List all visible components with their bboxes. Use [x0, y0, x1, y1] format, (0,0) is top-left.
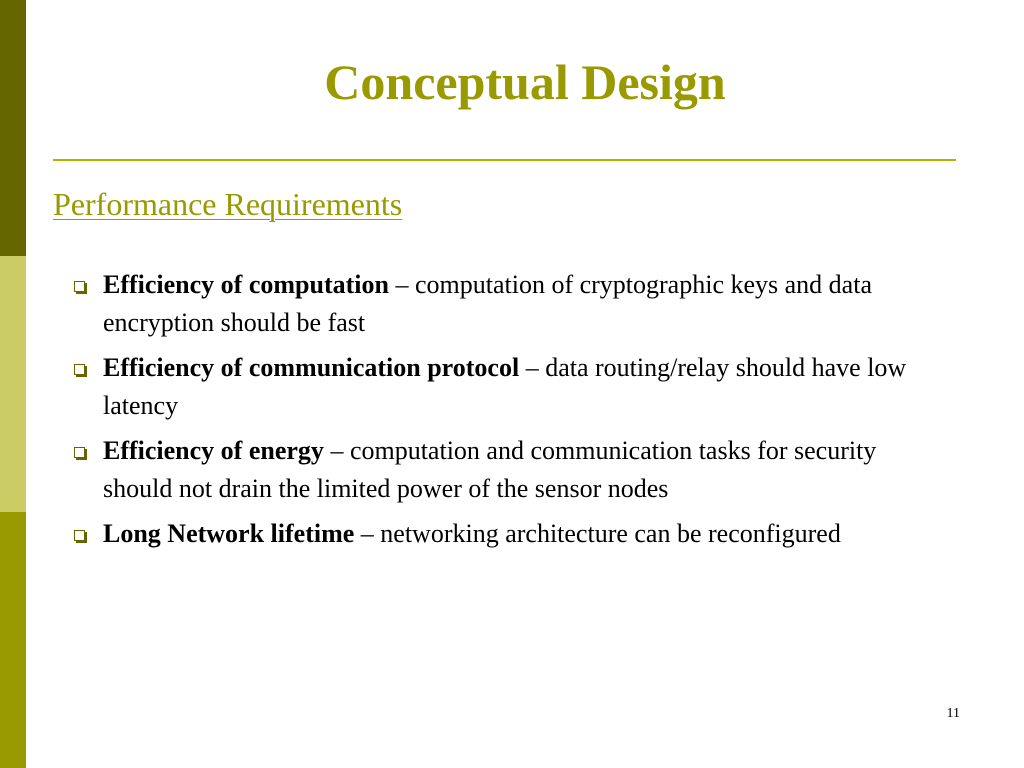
bullet-item: Efficiency of communication protocol – d… — [70, 349, 920, 425]
bullet-term: Efficiency of computation — [103, 270, 389, 299]
checkbox-square-icon — [74, 281, 85, 292]
bullet-term: Efficiency of communication protocol — [103, 353, 520, 382]
bullet-item: Efficiency of computation – computation … — [70, 266, 920, 342]
bullet-item: Efficiency of energy – computation and c… — [70, 432, 920, 508]
sidebar-stripe-olive — [0, 512, 26, 768]
bullet-description: – data routing/relay should have low lat… — [103, 353, 907, 420]
bullet-list: Efficiency of computation – computation … — [70, 266, 920, 560]
slide-title: Conceptual Design — [324, 54, 726, 110]
bullet-term: Efficiency of energy — [103, 436, 324, 465]
checkbox-square-icon — [74, 530, 85, 541]
checkbox-square-icon — [74, 447, 85, 458]
bullet-description: – computation of cryptographic keys and … — [103, 270, 872, 337]
bullet-description: – networking architecture can be reconfi… — [354, 519, 841, 548]
title-divider — [53, 159, 956, 161]
checkbox-square-icon — [74, 364, 85, 375]
slide-subtitle: Performance Requirements — [53, 186, 403, 222]
page-number: 11 — [946, 706, 960, 721]
bullet-term: Long Network lifetime — [103, 519, 355, 548]
bullet-item: Long Network lifetime – networking archi… — [70, 515, 920, 553]
bullet-description: – computation and communication tasks fo… — [103, 436, 877, 503]
sidebar-stripe-light — [0, 256, 26, 512]
sidebar-stripe-dark — [0, 0, 26, 256]
